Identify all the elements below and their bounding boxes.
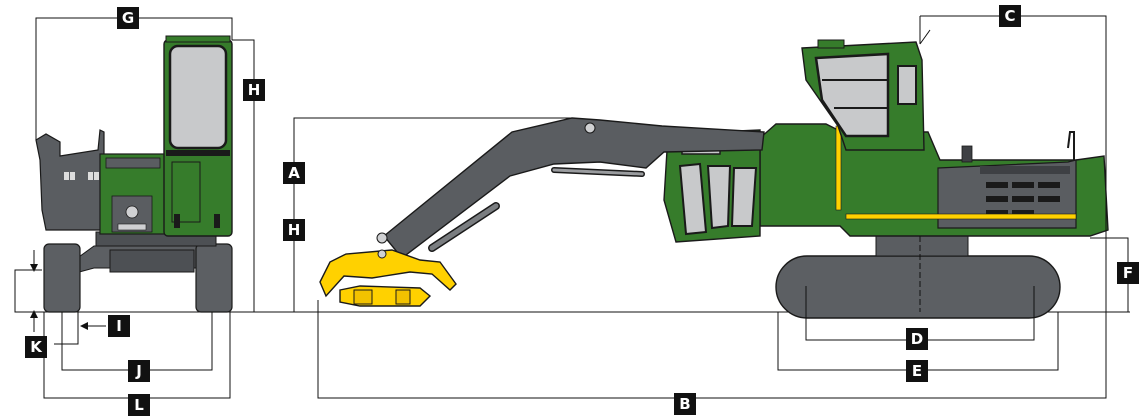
- side-view-dimension-lines: [293, 15, 1129, 399]
- side-view-machine: [663, 39, 1109, 319]
- dimension-label-h-front: H: [243, 79, 265, 101]
- dimension-label-i: I: [108, 315, 130, 337]
- side-track: [775, 255, 1061, 319]
- dimension-label-d: D: [906, 328, 928, 350]
- dimension-label-j: J: [128, 360, 150, 382]
- dimension-label-e: E: [906, 360, 928, 382]
- side-view-grapple: [319, 249, 457, 307]
- side-view-boom: [376, 117, 765, 259]
- front-left-track: [43, 243, 81, 313]
- dimension-label-a: A: [283, 162, 305, 184]
- dimension-label-g: G: [117, 7, 139, 29]
- dimension-label-b: B: [674, 393, 696, 415]
- front-right-track: [195, 243, 233, 313]
- dimension-label-l: L: [128, 394, 150, 416]
- dimension-label-h-side: H: [283, 219, 305, 241]
- dimension-label-k: K: [25, 336, 47, 358]
- front-view-machine: [35, 35, 233, 313]
- dimension-label-c: C: [999, 5, 1021, 27]
- dimension-label-f: F: [1117, 262, 1139, 284]
